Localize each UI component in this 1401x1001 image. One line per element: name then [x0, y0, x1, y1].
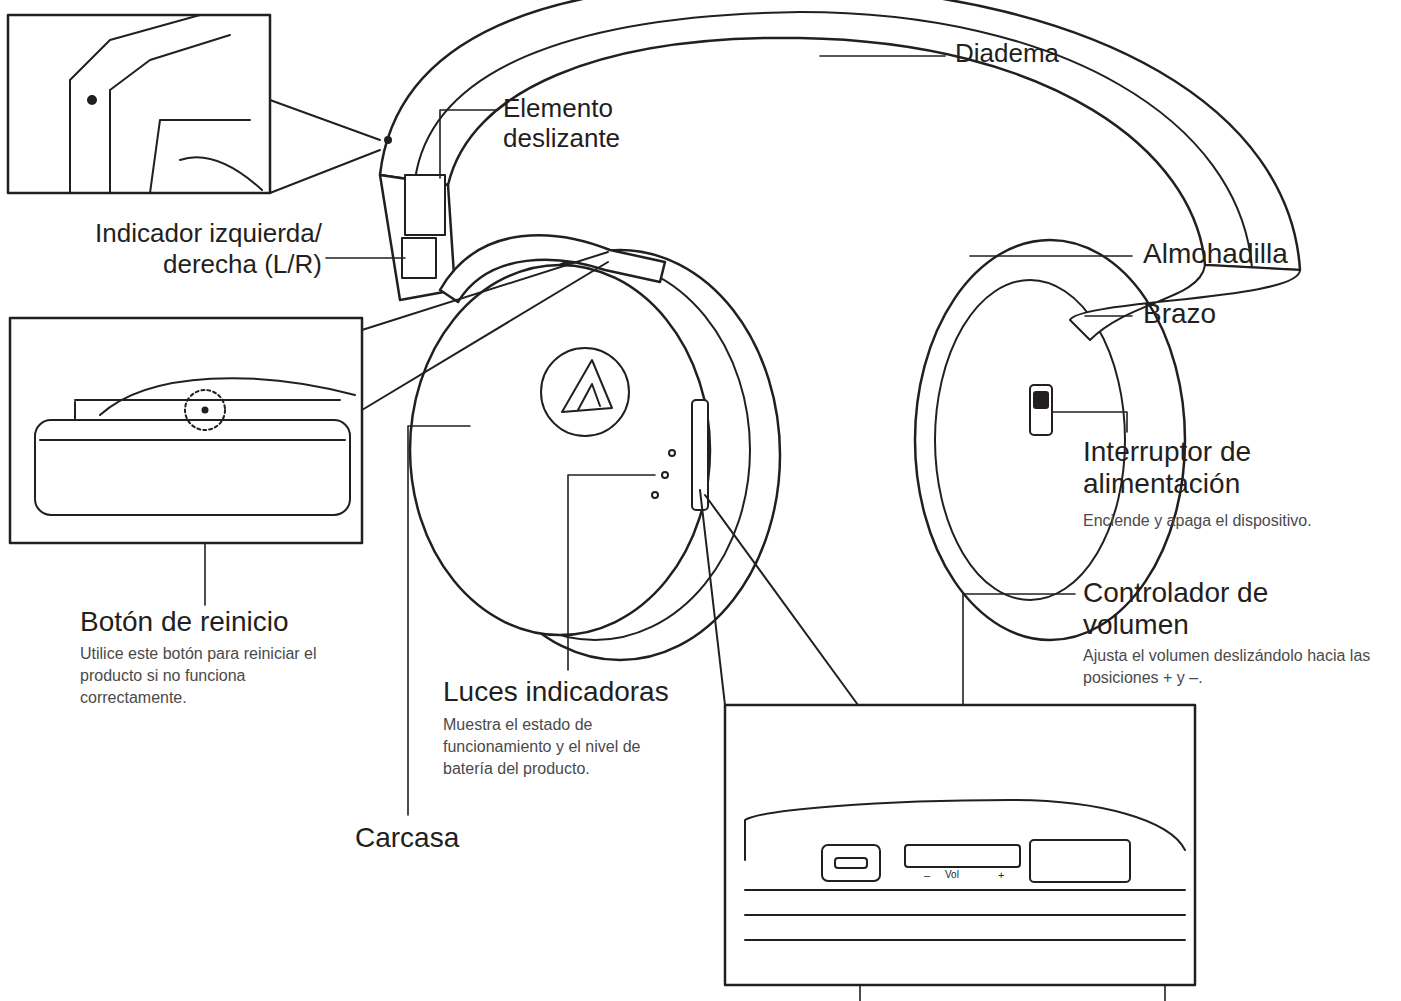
part-name: Botón de reinicio: [80, 606, 380, 638]
inset-slider-detail: [70, 15, 262, 193]
logo-circle: [541, 348, 629, 436]
inset-pointer: [362, 252, 608, 410]
part-name: Carcasa: [355, 822, 555, 854]
inset-pad: [35, 420, 350, 515]
leader-line: [408, 426, 470, 815]
lr-indicator: [402, 238, 436, 278]
logo-triangle: [562, 360, 612, 412]
reset-button: [185, 390, 225, 430]
part-description: Utilice este botón para reiniciar el pro…: [80, 643, 335, 709]
inset-pointer: [270, 100, 380, 193]
inset-dot: [88, 96, 96, 104]
part-name: Luces indicadoras: [443, 676, 743, 708]
part-name: Controlador de volumen: [1083, 577, 1323, 641]
slider-element: [405, 175, 445, 235]
inset-frame: [725, 705, 1195, 985]
inset-housing: [745, 800, 1185, 940]
power-connector-port: [835, 858, 867, 868]
inset-frame: [8, 15, 270, 193]
indicator-light: [652, 492, 658, 498]
inset-housing: [40, 378, 355, 440]
part-name: Almohadilla: [1143, 238, 1393, 270]
leader-line: [820, 55, 945, 57]
part-description: Muestra el estado de funcionamiento y el…: [443, 714, 688, 780]
power-connector: [822, 845, 880, 881]
control-marking: Vol: [945, 869, 975, 881]
part-name: Interruptor de alimentación: [1083, 436, 1323, 500]
power-switch-knob: [1034, 392, 1048, 408]
part-description: Ajusta el volumen deslizándolo hacia las…: [1083, 645, 1383, 689]
part-name: Diadema: [955, 38, 1155, 68]
headband-seam: [415, 12, 1252, 268]
leader-line: [1085, 315, 1132, 317]
indicator-light: [662, 472, 668, 478]
volume-slider: [905, 845, 1020, 867]
headband: [380, 0, 1300, 270]
power-switch: [1030, 385, 1052, 435]
part-name: Indicador izquierda/ derecha (L/R): [30, 218, 322, 280]
control-marking: –: [924, 869, 940, 881]
part-name: Brazo: [1143, 298, 1343, 330]
control-marking: +: [998, 869, 1014, 881]
inset-pointer: [700, 490, 858, 705]
leader-line: [326, 257, 405, 259]
inset-frame: [10, 318, 362, 543]
leader-line: [1052, 412, 1127, 432]
leader-line: [568, 475, 655, 670]
slider-dot: [385, 137, 391, 143]
play-button: [1030, 840, 1130, 882]
reset-button-dot: [203, 408, 208, 413]
leader-line: [440, 110, 498, 178]
part-name: Elemento deslizante: [503, 93, 663, 153]
indicator-light: [669, 450, 675, 456]
part-description: Enciende y apaga el dispositivo.: [1083, 510, 1401, 532]
left-housing: [410, 265, 710, 635]
leader-line: [970, 255, 1132, 257]
slider-block: [380, 175, 455, 300]
